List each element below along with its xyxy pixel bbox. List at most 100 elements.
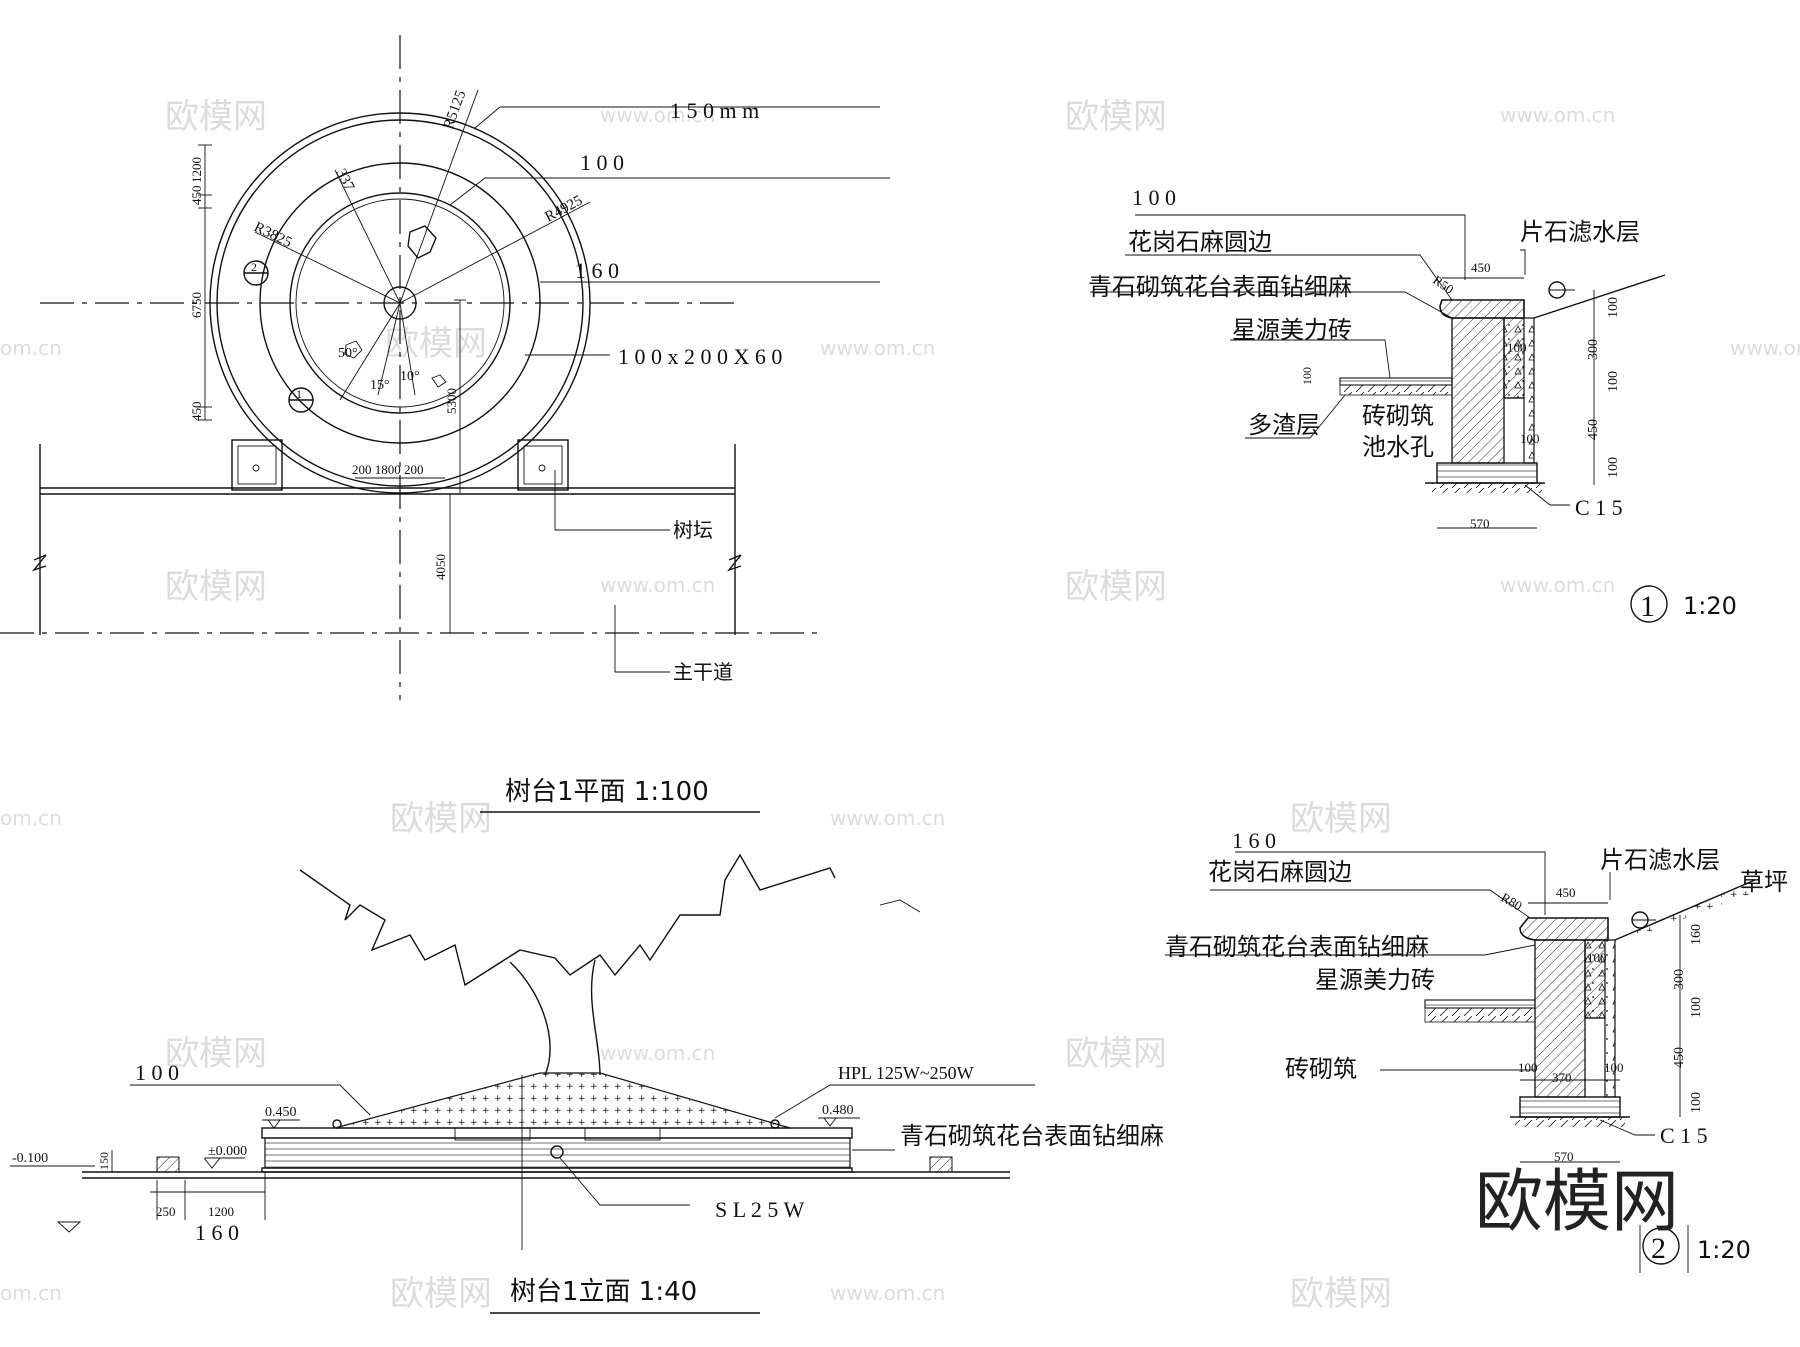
watermark-url: www.om.cn bbox=[830, 806, 945, 830]
leader-150mm bbox=[474, 106, 880, 129]
middle-ring-circle bbox=[259, 162, 541, 444]
label-d2-granite: 花岗石麻圆边 bbox=[1208, 858, 1352, 886]
watermark-logo: 欧模网 bbox=[1290, 1274, 1392, 1314]
tree-crown-outline bbox=[299, 853, 836, 987]
level-000: ±0.000 bbox=[208, 1144, 247, 1159]
label-elev-160: 1 6 0 bbox=[195, 1220, 239, 1245]
leader-hpl bbox=[774, 1084, 1035, 1119]
inner-ring-circle bbox=[289, 192, 511, 414]
tree-trunk-right bbox=[590, 959, 601, 1076]
plan-view: R5125 R4925 R3825 337 50° 15° 10° 2 1 1 … bbox=[0, 35, 890, 813]
d1-dim-450: 450 bbox=[1471, 260, 1491, 275]
watermark-url: www.om.cn bbox=[600, 1041, 715, 1065]
section-marker-1-label: 1 bbox=[296, 387, 302, 401]
watermark-logo: 欧模网 bbox=[165, 97, 267, 137]
brick-wall bbox=[1451, 317, 1505, 464]
dim-150: 150 bbox=[97, 1152, 111, 1170]
label-sl25w: S L 2 5 W bbox=[715, 1197, 804, 1222]
label-d2-lawn: 草坪 bbox=[1740, 868, 1788, 896]
label-hpl: HPL 125W~250W bbox=[838, 1063, 974, 1083]
rock-symbol-small bbox=[431, 374, 447, 388]
dim-1200: 1200 bbox=[189, 157, 204, 183]
d1-r50: R50 bbox=[1430, 272, 1456, 297]
leader-d2-granite bbox=[1210, 889, 1531, 919]
watermark-url: www.om.cn bbox=[1730, 336, 1800, 360]
label-d1-tile: 星源美力砖 bbox=[1232, 316, 1352, 344]
dim-elev-1200: 1200 bbox=[208, 1204, 234, 1219]
paving-tile-2 bbox=[1424, 999, 1536, 1009]
d2-i100c: 100 bbox=[1587, 950, 1607, 965]
d2-i100a: 100 bbox=[1518, 1060, 1538, 1075]
outer-ring-circle bbox=[209, 112, 591, 494]
c15-footing bbox=[1436, 462, 1538, 484]
leader-d1-granite bbox=[1125, 254, 1453, 301]
watermark-url: om.cn bbox=[0, 806, 62, 830]
tree-pit-box-right bbox=[517, 439, 569, 491]
d1-i100b: 100 bbox=[1300, 367, 1314, 385]
label-d1-100: 1 0 0 bbox=[1132, 185, 1176, 210]
leader-elev-100 bbox=[130, 1084, 371, 1116]
detail-2-scale: 1:20 bbox=[1697, 1236, 1751, 1264]
leader-d2-c15 bbox=[1599, 1119, 1655, 1136]
detail-1: 1 0 0 花岗石麻圆边 青石砌筑花台表面钻细麻 星源美力砖 多渣层 砖砌筑 池… bbox=[1088, 185, 1737, 623]
radius-line-337 bbox=[334, 169, 401, 304]
d2-r80: R80 bbox=[1499, 890, 1525, 914]
label-d1-bluestone: 青石砌筑花台表面钻细麻 bbox=[1088, 273, 1352, 301]
d2-dim-370: 370 bbox=[1552, 1070, 1572, 1085]
watermark-logo: 欧模网 bbox=[1065, 97, 1167, 137]
d2-v100a: 100 bbox=[1689, 997, 1704, 1018]
curb-right bbox=[929, 1156, 953, 1173]
elevation-view: 1 0 0 HPL 125W~250W 青石砌筑花台表面钻细麻 S L 2 5 … bbox=[10, 853, 1164, 1314]
leader-d2-160 bbox=[1235, 851, 1546, 915]
tree-pit-box-left bbox=[231, 439, 283, 491]
granite-cap bbox=[1439, 299, 1525, 319]
watermark-layer: 欧模网 欧模网 www.om.cn www.om.cn 欧模网 www.om.c… bbox=[0, 97, 1800, 1314]
leader-main-road bbox=[614, 605, 670, 673]
label-d2-160: 1 6 0 bbox=[1232, 828, 1276, 853]
rock-symbol bbox=[407, 225, 437, 259]
d1-v100b: 100 bbox=[1606, 371, 1621, 392]
watermark-logo: 欧模网 bbox=[390, 1274, 492, 1314]
dim-200-1800-200: 200 1800 200 bbox=[352, 462, 424, 477]
angle-line-15 bbox=[377, 302, 401, 396]
watermark-logo-large: 欧模网 bbox=[1475, 1163, 1679, 1242]
plan-title: 树台1平面 1:100 bbox=[505, 777, 709, 807]
dim-450-bottom: 450 bbox=[189, 402, 204, 422]
label-d2-bluestone: 青石砌筑花台表面钻细麻 bbox=[1165, 933, 1429, 961]
tree-trunk-circle bbox=[383, 286, 417, 320]
ground-slope bbox=[1533, 274, 1666, 319]
granite-cap-2 bbox=[1519, 917, 1609, 941]
label-d2-filter: 片石滤水层 bbox=[1600, 846, 1720, 874]
rock-symbol-small bbox=[344, 340, 363, 359]
leader-d1-bluestone bbox=[1090, 291, 1453, 319]
tree-trunk-left bbox=[509, 961, 551, 1076]
detail-1-number: 1 bbox=[1640, 590, 1655, 623]
label-d1-filter: 片石滤水层 bbox=[1520, 218, 1640, 246]
label-main-road: 主干道 bbox=[673, 660, 733, 684]
leader-d1-filter bbox=[1520, 249, 1526, 275]
slag-layer bbox=[1339, 384, 1453, 396]
label-brick-size: 1 0 0 x 2 0 0 X 6 0 bbox=[618, 344, 782, 369]
dim-4050: 4050 bbox=[433, 554, 448, 580]
leader-d2-bluestone bbox=[1165, 944, 1536, 956]
curb-left bbox=[156, 1156, 180, 1173]
angle-line-10 bbox=[399, 302, 416, 396]
watermark-logo: 欧模网 bbox=[390, 799, 492, 839]
d2-dim-450: 450 bbox=[1556, 885, 1576, 900]
label-surface: 青石砌筑花台表面钻细麻 bbox=[900, 1122, 1164, 1150]
label-d2-tile: 星源美力砖 bbox=[1315, 966, 1435, 994]
watermark-logo: 欧模网 bbox=[165, 567, 267, 607]
hpl-light-left bbox=[332, 1119, 342, 1129]
label-angle-50: 50° bbox=[338, 346, 358, 361]
d2-v100b: 100 bbox=[1689, 1092, 1704, 1113]
detail-2-number: 2 bbox=[1651, 1232, 1666, 1265]
watermark-logo: 欧模网 bbox=[1065, 567, 1167, 607]
watermark-logo: 欧模网 bbox=[1290, 799, 1392, 839]
radius-line-r5125 bbox=[399, 89, 479, 304]
watermark-url: www.om.cn bbox=[830, 1281, 945, 1305]
d1-dim-570: 570 bbox=[1470, 516, 1490, 531]
angle-line-50 bbox=[339, 302, 401, 401]
dim-5300: 5300 bbox=[444, 388, 459, 414]
label-d1-c15: C 1 5 bbox=[1575, 495, 1623, 520]
